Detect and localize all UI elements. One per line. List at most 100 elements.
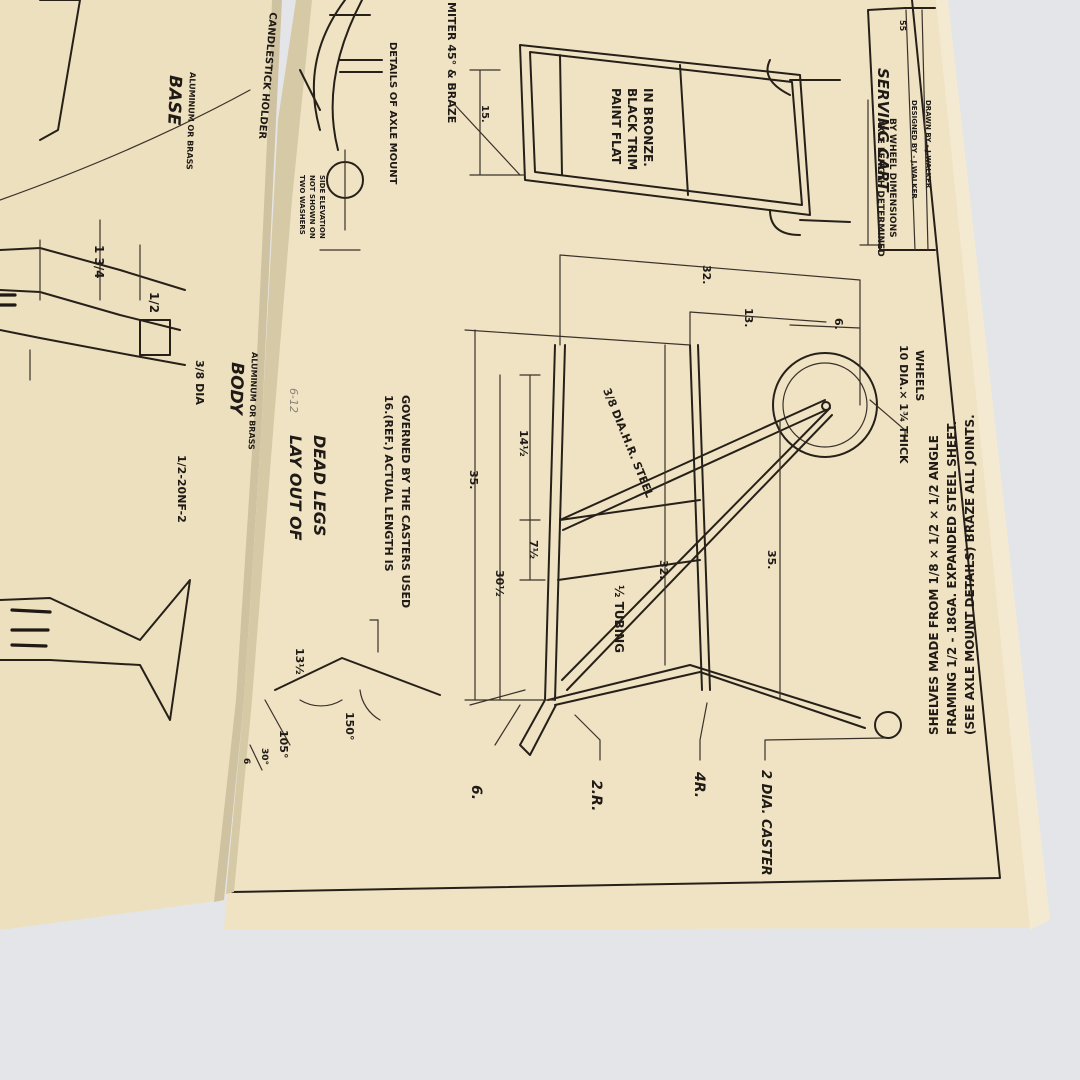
dim-ext-lines: [99, 219, 141, 301]
angle-arc-150: [359, 689, 381, 721]
axle-details-lines: [299, 14, 383, 111]
wheel-inner: [782, 362, 868, 448]
radius-2r: 2.R.: [588, 780, 604, 811]
body-centerline: [29, 239, 41, 381]
left-page: [0, 0, 282, 930]
dim-15: 15.: [479, 105, 490, 123]
dead-legs-title-2: DEAD LEGS: [310, 435, 329, 536]
title-block: SERVING CART DESIGNED BY - J.WALKER DRAW…: [867, 7, 936, 251]
base-material: ALUMINUM OR BRASS: [185, 72, 197, 170]
dim-32-top-line: [559, 254, 861, 406]
dim-6-legs: 6: [241, 758, 251, 764]
note-line-2: FRAMING 1/2 - 18GA. EXPANDED STEEL SHEET…: [945, 421, 959, 735]
body-title: BODY: [225, 362, 247, 417]
dim-1-3-4: 1 3/4: [92, 245, 106, 279]
dim-30-half: 30½: [493, 570, 506, 597]
note-line-1: SHELVES MADE FROM 1/8 × 1/2 × 1/2 ANGLE: [927, 435, 941, 735]
dim-35-left-line: [464, 329, 691, 701]
wheel-outer: [772, 352, 878, 458]
radius-leaders: [574, 702, 708, 761]
dead-leg-path: [274, 657, 441, 696]
tubing-label: ½ TUBING: [612, 585, 626, 653]
caster-leader: [764, 737, 886, 761]
frame-front-post: [544, 344, 566, 701]
paint-note-1: PAINT FLAT: [609, 88, 623, 165]
axle-arc-sketch: [312, 0, 363, 151]
title-block-frame: [867, 7, 936, 251]
pencil-note: 6-12: [287, 388, 300, 413]
right-gutter-shadow: [226, 0, 312, 894]
base-profile: [0, 579, 191, 721]
caster-wheel: [874, 711, 902, 739]
dim-thread: 1/2-20NF-2: [175, 455, 188, 523]
dim-6: 6.: [832, 318, 845, 330]
washer-note-2: NOT SHOWN ON: [308, 175, 316, 239]
dim-6-bottom-line: [469, 689, 526, 746]
frame-rear-post: [689, 344, 711, 691]
angle-105: 105°: [277, 730, 290, 758]
dim-14-half: 14½: [517, 430, 530, 457]
dim-32-mid: 32.: [657, 560, 670, 580]
general-notes: SHELVES MADE FROM 1/8 × 1/2 × 1/2 ANGLE …: [927, 414, 977, 735]
front-frame-outer: [519, 44, 811, 216]
dead-legs-note-1: 16.(REF.) ACTUAL LENGTH IS: [382, 395, 395, 572]
candlestick-drawing: BASE ALUMINUM OR BRASS BODY ALUMINUM OR …: [0, 0, 278, 721]
dim-7-half: 7½: [527, 540, 540, 559]
front-frame-inner: [529, 51, 803, 206]
axle-title: DETAILS OF AXLE MOUNT: [387, 42, 398, 185]
body-outline-mid: [0, 289, 181, 331]
washer-note-3: SIDE ELEVATION: [318, 175, 326, 239]
steel-brace: [561, 407, 833, 691]
body-outline-top: [0, 247, 186, 291]
dim-15-lines: [469, 69, 526, 176]
title-block-rules: [905, 9, 929, 251]
base-thread-marks: [10, 608, 52, 648]
dim-13-half: 13½: [293, 648, 306, 675]
axle-note-1: AXLE LENGTH DETERMINED: [875, 118, 885, 257]
dead-legs-note-2: GOVERNED BY THE CASTERS USED: [399, 395, 412, 608]
body-material: ALUMINUM OR BRASS: [247, 352, 259, 450]
dim-6-bottom: 6.: [468, 785, 484, 800]
dead-leg-ext: [249, 699, 291, 771]
axle-dim-line: [859, 99, 879, 246]
angle-30: 30°: [259, 748, 269, 765]
body-arc: [0, 89, 251, 201]
front-axle-lines: [789, 79, 851, 223]
caster-label: 2 DIA. CASTER: [758, 770, 773, 876]
wheels-label-1: 10 DIA.× 1¾ THICK: [897, 345, 910, 464]
paint-note-2: BLACK TRIM: [625, 88, 639, 170]
right-page: [224, 0, 1030, 930]
handle-end: [519, 699, 557, 756]
dim-dia: 3/8 DIA: [193, 360, 206, 405]
dim-32-top: 32.: [700, 265, 713, 285]
wheels-label-2: WHEELS: [913, 350, 926, 401]
base-title: BASE: [163, 75, 185, 126]
lower-tube: [547, 664, 866, 729]
body-outline-low: [0, 329, 186, 366]
miter-leader: [454, 104, 521, 176]
page-stack-edge: [930, 0, 1050, 930]
dim-7-half-line: [519, 519, 546, 581]
left-gutter-shadow: [214, 0, 282, 902]
miter-note: MITER 45° & BRAZE: [445, 2, 458, 123]
wheels-leader: [869, 399, 906, 441]
paint-note-3: IN BRONZE.: [641, 88, 655, 167]
axle-centerline: [319, 149, 361, 251]
washer-note-1: TWO WASHERS: [298, 175, 306, 235]
title-block-title: SERVING CART: [874, 68, 892, 193]
axle-note-2: BY WHEEL DIMENSIONS: [887, 118, 897, 238]
radius-4r: 4R.: [691, 771, 707, 798]
cart-front-view: PAINT FLAT BLACK TRIM IN BRONZE. MITER 4…: [445, 2, 897, 257]
page-number: 55: [898, 20, 907, 32]
note-line-3: (SEE AXLE MOUNT DETAILS) BRAZE ALL JOINT…: [963, 414, 977, 735]
dim-35-mid: 35.: [765, 550, 778, 570]
title-block-designed: DESIGNED BY - J.WALKER: [910, 100, 918, 199]
title-block-drawn: DRAWN BY - J.WALKER: [924, 100, 932, 189]
note-bracket: [369, 619, 379, 653]
body-thread-marks: [0, 293, 17, 307]
dim-half: 1/2: [147, 292, 161, 313]
front-frame-dividers: [559, 54, 689, 196]
upper-brace: [559, 399, 827, 531]
dim-6-line: [789, 324, 861, 329]
